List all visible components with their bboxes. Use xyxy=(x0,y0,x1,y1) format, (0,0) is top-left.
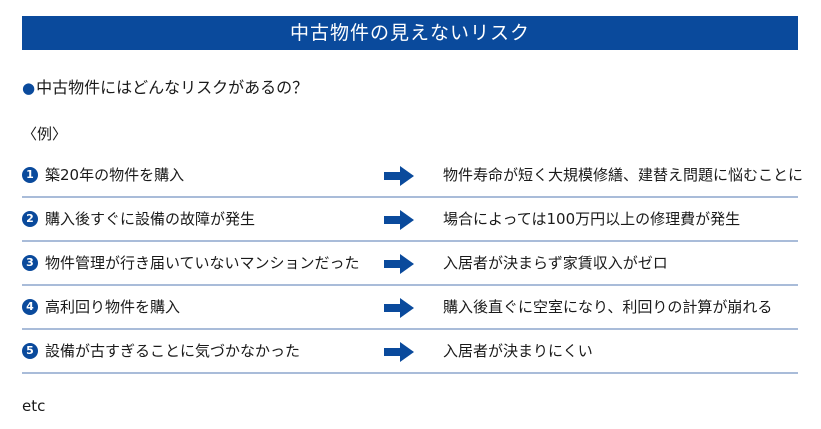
right-arrow-icon xyxy=(384,342,414,362)
risk-cause: 購入後すぐに設備の故障が発生 xyxy=(45,210,256,228)
number-badge: 4 xyxy=(22,299,38,315)
list-item: 3 物件管理が行き届いていないマンションだった 入居者が決まらず家賃収入がゼロ xyxy=(22,242,798,286)
list-item: 4 高利回り物件を購入 購入後直ぐに空室になり、利回りの計算が崩れる xyxy=(22,286,798,330)
right-arrow-icon xyxy=(384,210,414,230)
list-item: 5 設備が古すぎることに気づかなかった 入居者が決まりにくい xyxy=(22,330,798,374)
question-heading: ●中古物件にはどんなリスクがあるの？ xyxy=(22,77,308,99)
right-arrow-icon xyxy=(384,298,414,318)
list-item: 2 購入後すぐに設備の故障が発生 場合によっては100万円以上の修理費が発生 xyxy=(22,198,798,242)
right-arrow-icon xyxy=(384,166,414,186)
risk-cause: 高利回り物件を購入 xyxy=(45,298,181,316)
bullet-icon: ● xyxy=(22,79,36,97)
right-arrow-icon xyxy=(384,254,414,274)
risk-cause: 物件管理が行き届いていないマンションだった xyxy=(45,254,360,272)
risk-effect: 購入後直ぐに空室になり、利回りの計算が崩れる xyxy=(443,298,773,316)
etc-note: etc xyxy=(22,397,46,415)
risk-effect: 場合によっては100万円以上の修理費が発生 xyxy=(443,210,741,228)
list-item: 1 築20年の物件を購入 物件寿命が短く大規模修繕、建替え問題に悩むことに xyxy=(22,154,803,198)
question-text: 中古物件にはどんなリスクがあるの？ xyxy=(36,78,309,97)
page-title: 中古物件の見えないリスク xyxy=(22,16,798,50)
risk-cause: 築20年の物件を購入 xyxy=(45,166,185,184)
example-label: 〈例〉 xyxy=(22,125,68,143)
risk-cause: 設備が古すぎることに気づかなかった xyxy=(45,342,301,360)
number-badge: 2 xyxy=(22,211,38,227)
number-badge: 1 xyxy=(22,167,38,183)
risk-list: 1 築20年の物件を購入 物件寿命が短く大規模修繕、建替え問題に悩むことに 2 … xyxy=(22,154,803,374)
risk-effect: 入居者が決まりにくい xyxy=(443,342,593,360)
risk-effect: 入居者が決まらず家賃収入がゼロ xyxy=(443,254,668,272)
number-badge: 3 xyxy=(22,255,38,271)
number-badge: 5 xyxy=(22,343,38,359)
risk-effect: 物件寿命が短く大規模修繕、建替え問題に悩むことに xyxy=(443,166,804,184)
